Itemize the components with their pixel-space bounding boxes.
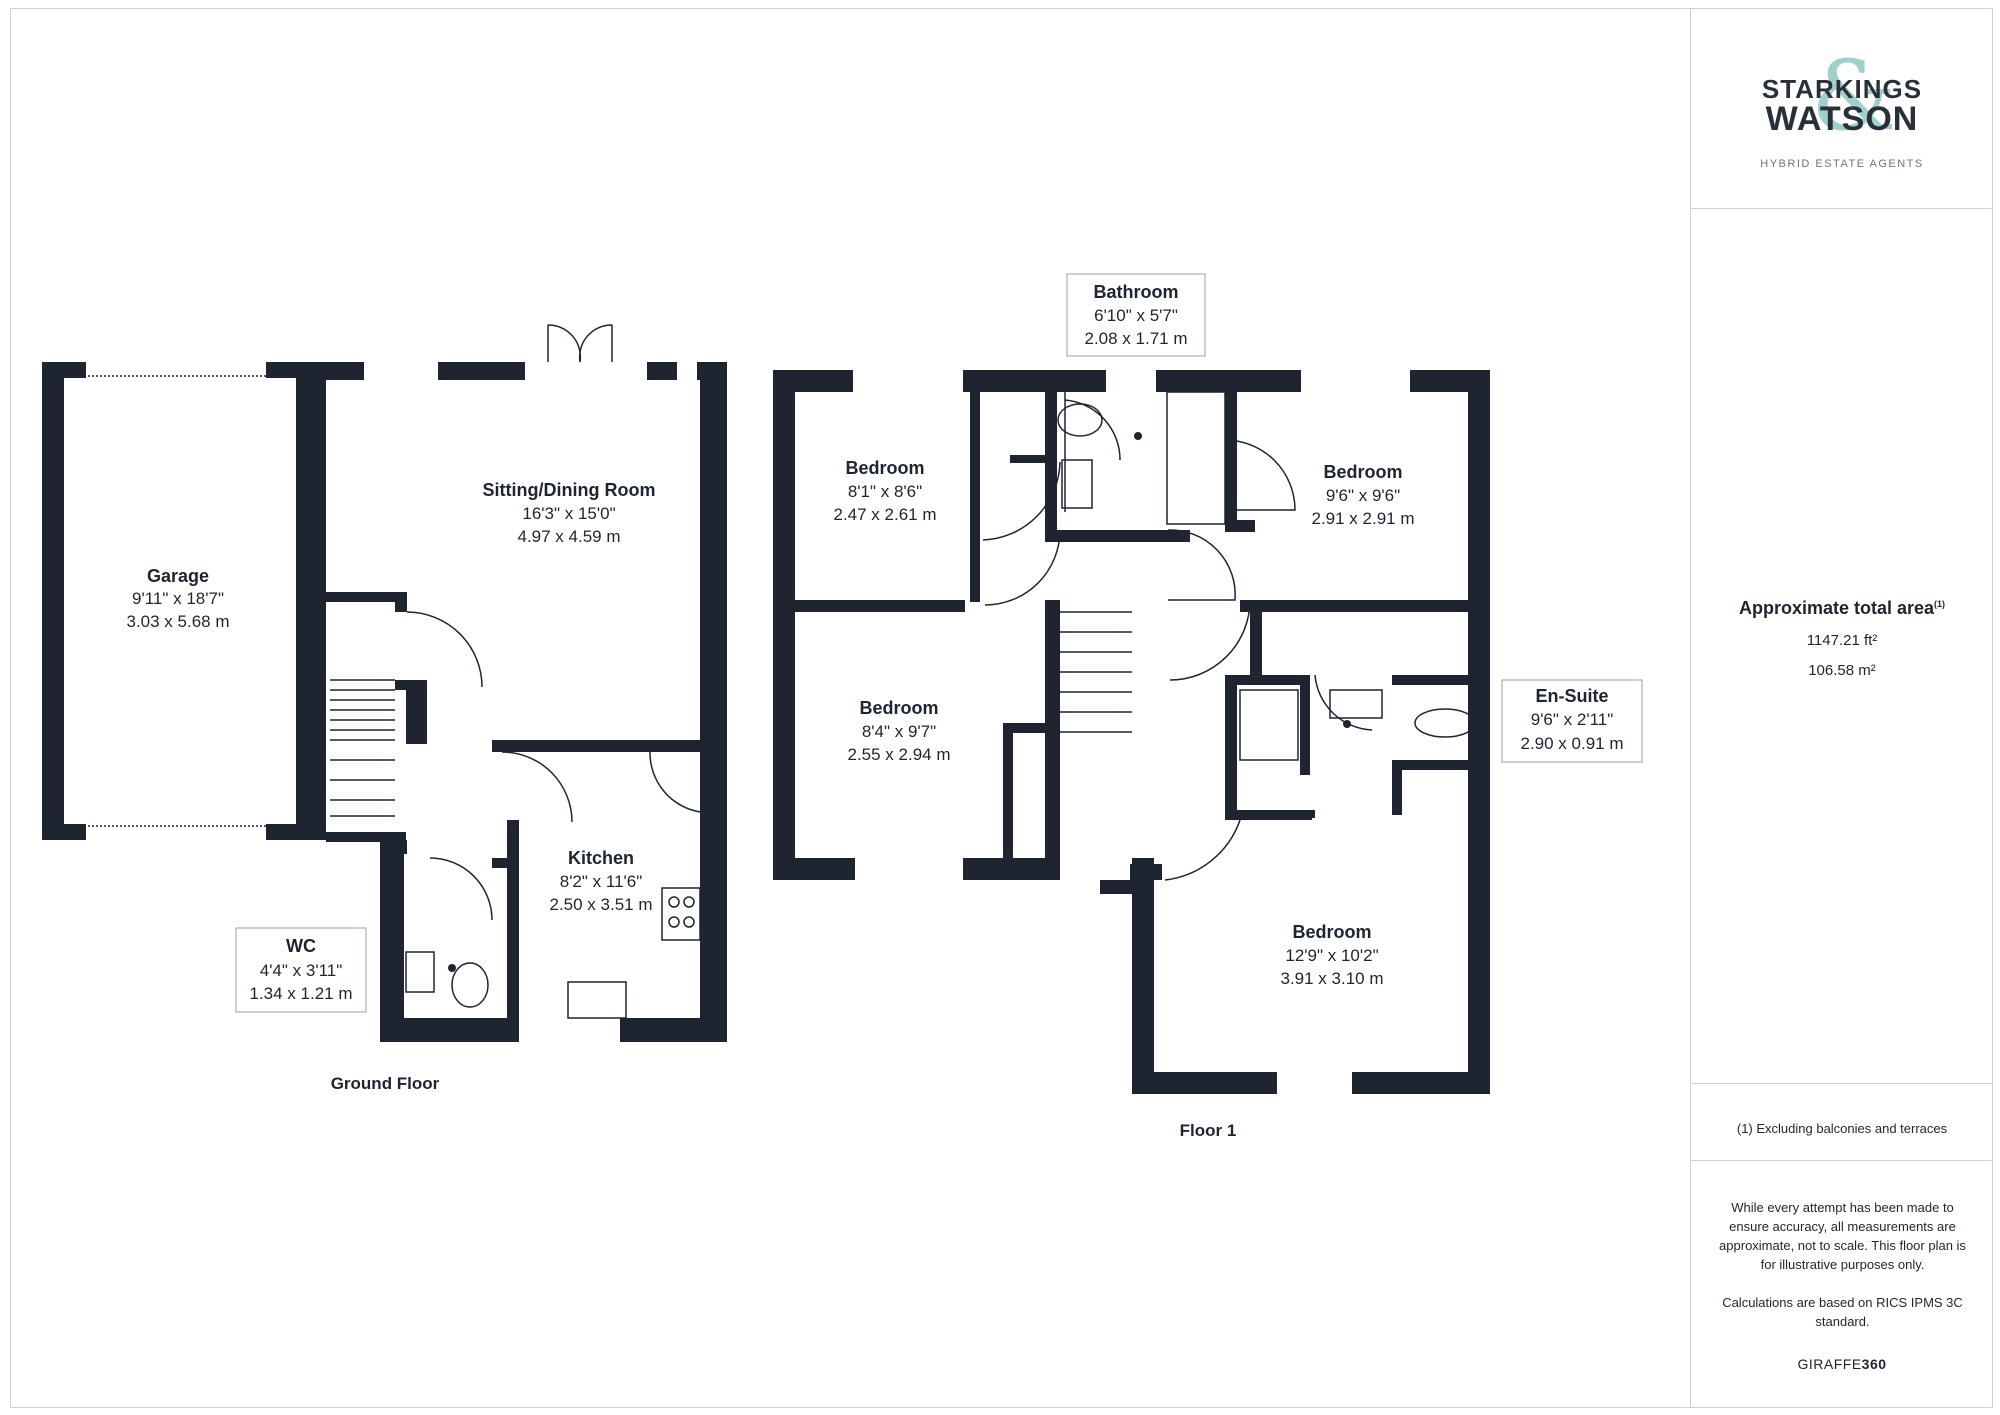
room-bedroom-1: Bedroom 8'1" x 8'6" 2.47 x 2.61 m (833, 458, 936, 524)
room-en-suite: En-Suite 9'6" x 2'11" 2.90 x 0.91 m (1501, 679, 1643, 763)
room-bedroom-2: Bedroom 9'6" x 9'6" 2.91 x 2.91 m (1311, 462, 1414, 528)
room-name: Sitting/Dining Room (483, 480, 656, 500)
room-labels: Garage 9'11" x 18'7" 3.03 x 5.68 m Sitti… (126, 273, 1643, 1140)
room-metric: 2.47 x 2.61 m (833, 505, 936, 524)
first-floor-details (982, 391, 1476, 881)
info-panel: & STARKINGS WATSON HYBRID ESTATE AGENTS … (1690, 8, 1993, 1408)
room-bathroom: Bathroom 6'10" x 5'7" 2.08 x 1.71 m (1066, 273, 1206, 357)
page-frame (10, 8, 1993, 1408)
divider (1691, 1160, 1993, 1161)
maker-brand: GIRAFFE360 (1691, 1356, 1993, 1372)
room-metric: 1.34 x 1.21 m (249, 984, 352, 1003)
room-imperial: 8'4" x 9'7" (862, 722, 936, 741)
room-name: WC (286, 936, 316, 956)
room-bedroom-4: Bedroom 12'9" x 10'2" 3.91 x 3.10 m (1280, 922, 1383, 988)
room-name: Bathroom (1094, 282, 1179, 302)
room-imperial: 8'1" x 8'6" (848, 482, 922, 501)
room-imperial: 16'3" x 15'0" (522, 504, 615, 523)
room-metric: 4.97 x 4.59 m (517, 527, 620, 546)
logo-tagline: HYBRID ESTATE AGENTS (1760, 158, 1924, 170)
room-sitting-dining: Sitting/Dining Room 16'3" x 15'0" 4.97 x… (483, 480, 656, 546)
room-metric: 3.91 x 3.10 m (1280, 969, 1383, 988)
room-imperial: 9'6" x 9'6" (1326, 486, 1400, 505)
first-floor-label: Floor 1 (1180, 1121, 1237, 1140)
room-name: Bedroom (1292, 922, 1371, 942)
ground-floor-label: Ground Floor (331, 1074, 440, 1093)
room-imperial: 8'2" x 11'6" (560, 872, 643, 891)
area-footnote: (1) Excluding balconies and terraces (1736, 1121, 1948, 1136)
ground-floor-details (64, 324, 701, 1019)
first-floor-walls (773, 370, 1490, 1094)
logo-line-1: STARKINGS (1761, 74, 1923, 104)
room-name: Bedroom (1323, 462, 1402, 482)
divider (1691, 208, 1993, 209)
room-name: En-Suite (1535, 686, 1608, 706)
room-metric: 2.91 x 2.91 m (1311, 509, 1414, 528)
total-area-title: Approximate total area(1) (1691, 598, 1993, 619)
room-name: Garage (147, 566, 209, 586)
room-wc: WC 4'4" x 3'11" 1.34 x 1.21 m (235, 927, 367, 1013)
room-metric: 2.90 x 0.91 m (1520, 734, 1623, 753)
area-square-metres: 106.58 m² (1808, 662, 1876, 679)
room-imperial: 9'11" x 18'7" (132, 589, 224, 608)
room-metric: 2.50 x 3.51 m (549, 895, 652, 914)
room-name: Kitchen (568, 848, 634, 868)
area-square-feet: 1147.21 ft² (1806, 632, 1878, 649)
footnote-mark: (1) (1934, 599, 1946, 609)
maker-brand-a: GIRAFFE (1797, 1356, 1862, 1372)
total-area-title-text: Approximate total area (1738, 598, 1935, 618)
room-garage: Garage 9'11" x 18'7" 3.03 x 5.68 m (126, 566, 229, 631)
room-metric: 2.08 x 1.71 m (1084, 329, 1187, 348)
room-name: Bedroom (859, 698, 938, 718)
disclaimer-accuracy: While every attempt has been made to ens… (1719, 1200, 1966, 1272)
room-imperial: 6'10" x 5'7" (1094, 306, 1178, 325)
maker-brand-b: 360 (1861, 1356, 1887, 1372)
room-imperial: 9'6" x 2'11" (1531, 710, 1614, 729)
room-imperial: 12'9" x 10'2" (1285, 946, 1378, 965)
room-metric: 2.55 x 2.94 m (847, 745, 950, 764)
disclaimer: While every attempt has been made to ens… (1711, 1198, 1974, 1331)
disclaimer-standard: Calculations are based on RICS IPMS 3C s… (1722, 1295, 1963, 1329)
ground-floor-walls (42, 362, 727, 1042)
logo-line-2: WATSON (1765, 100, 1919, 138)
room-imperial: 4'4" x 3'11" (260, 961, 343, 980)
room-metric: 3.03 x 5.68 m (126, 612, 229, 631)
logo-ampersand: & (1811, 40, 1897, 152)
floor-plan-drawing: Garage 9'11" x 18'7" 3.03 x 5.68 m Sitti… (42, 273, 1643, 1140)
room-name: Bedroom (845, 458, 924, 478)
brand-logo: & STARKINGS WATSON HYBRID ESTATE AGENTS (1691, 8, 1993, 208)
room-bedroom-3: Bedroom 8'4" x 9'7" 2.55 x 2.94 m (847, 698, 950, 764)
room-kitchen: Kitchen 8'2" x 11'6" 2.50 x 3.51 m (549, 848, 652, 914)
divider (1691, 1083, 1993, 1084)
